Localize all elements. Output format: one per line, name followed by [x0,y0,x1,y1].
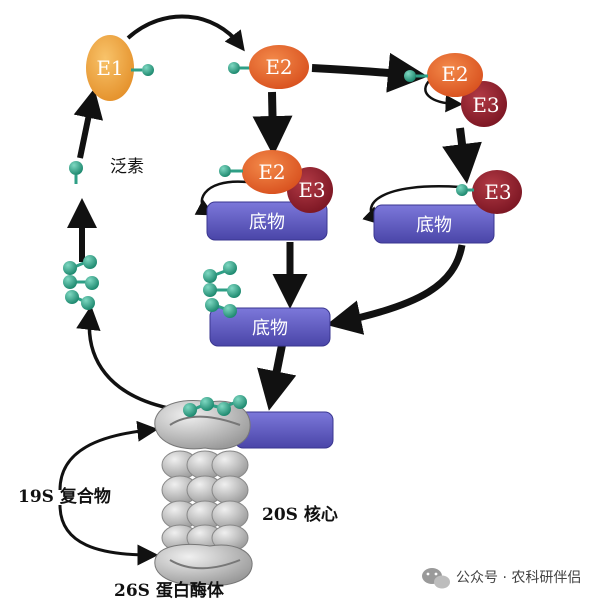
arrow-proteasome-to-ubiquitin [76,305,169,410]
substrate-center: 底物 [209,307,331,347]
enzyme-e3-right-label: E3 [472,93,499,117]
arrow-right-substrate-to-center [326,244,466,335]
arrow-loop-left [194,180,248,216]
enzyme-e2-mid-label: E2 [258,160,285,184]
arrow-ubiquitin-to-e1 [73,88,104,159]
attached-ubiquitin-chain [183,395,247,417]
substrate-center-label: 底物 [252,318,288,339]
proteasome-26s-label: 26S 蛋白酶体 [114,580,225,601]
arrow-e2-to-e2-right [311,52,428,93]
arrow-e2-down [252,91,293,156]
enzyme-e2-top: E2 [228,45,309,89]
free-ubiquitin-chain-mid [203,261,241,318]
watermark: 公众号 · 农科研伴侣 [422,568,581,589]
arrow-19s-up [58,420,159,491]
substrate-right: 底物 [373,204,495,244]
enzyme-e1-label: E1 [96,56,123,80]
free-ubiquitin-chain-left [63,255,99,310]
proteasome-26s [154,395,334,586]
enzyme-e3-far: E3 [456,170,522,214]
arrow-loop-e2-e3 [424,79,463,113]
substrate-left: 底物 [206,201,328,241]
substrate-left-label: 底物 [249,212,285,233]
enzyme-e2-e3-mid: E3 E2 [219,150,333,213]
enzyme-e3-mid-label: E3 [298,178,325,202]
watermark-text: 公众号 · 农科研伴侣 [456,570,581,586]
enzyme-e2-top-label: E2 [265,55,292,79]
arrow-19s-down [58,504,159,566]
single-ubiquitin [69,161,83,184]
enzyme-e2-right-label: E2 [441,62,468,86]
regulatory-19s-label: 19S 复合物 [18,486,111,507]
enzyme-e1: E1 [86,35,154,101]
enzyme-e3-far-label: E3 [484,180,511,204]
wechat-icon [422,568,450,589]
core-20s [161,450,249,552]
core-20s-label: 20S 核心 [262,504,338,525]
ubiquitin-label: 泛素 [110,157,144,177]
arrow-loop-right [362,185,461,225]
arrow-e3-down [442,127,482,184]
substrate-right-label: 底物 [416,215,452,236]
arrows [58,14,482,566]
arrow-e1-to-e2 [126,14,245,52]
arrow-center-to-proteasome [257,344,297,411]
enzyme-e2-e3-right: E3 E2 [404,53,507,127]
